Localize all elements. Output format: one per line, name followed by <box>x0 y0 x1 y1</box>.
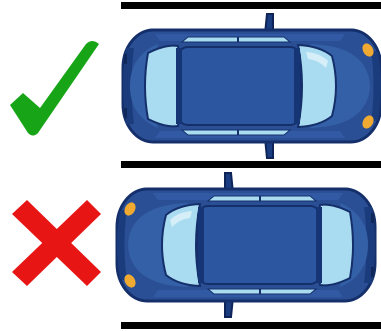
lane-line-bottom <box>121 322 381 329</box>
car-top-view-icon <box>123 14 381 158</box>
check-mark-icon <box>10 41 99 136</box>
lane-line-middle <box>121 161 381 168</box>
lane-line-top <box>121 2 381 9</box>
cross-mark-icon <box>12 200 101 286</box>
car-top-view-icon <box>117 173 375 317</box>
